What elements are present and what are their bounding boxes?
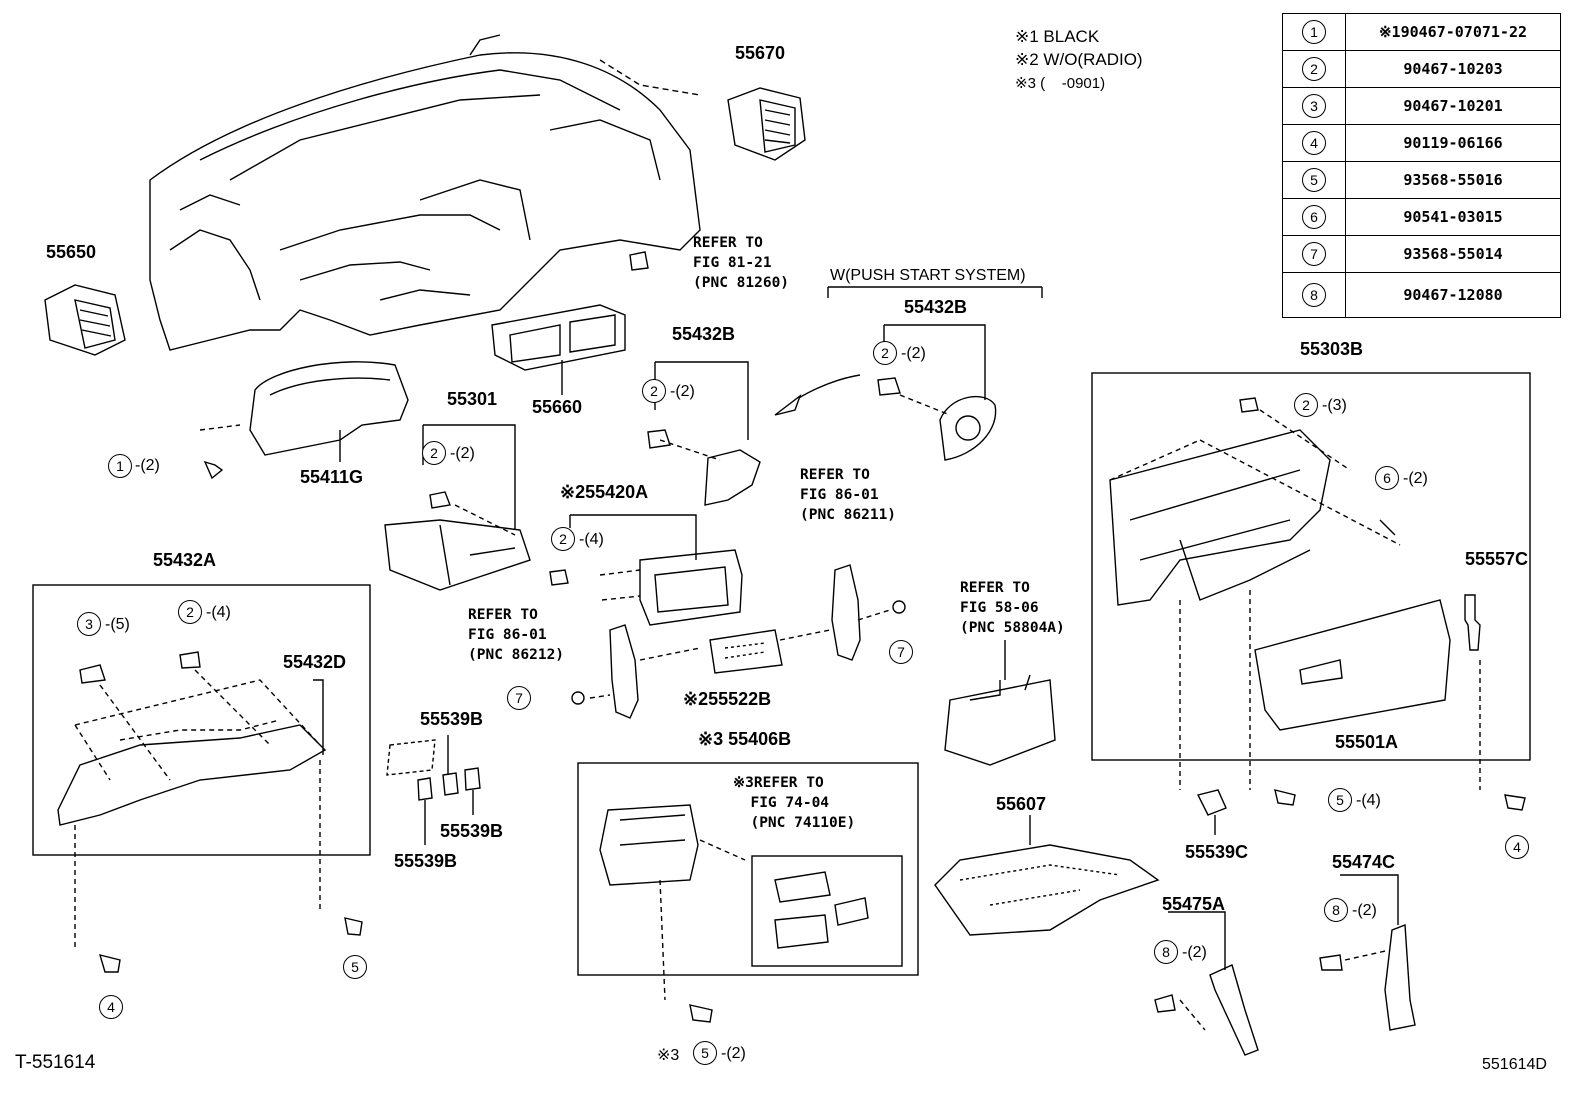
callout-qty: -(4) bbox=[1356, 792, 1381, 809]
callout-qty: -(2) bbox=[721, 1045, 746, 1062]
callout-circle: 4 bbox=[99, 995, 123, 1019]
callout-circle: 2 bbox=[422, 441, 446, 465]
part-number: 90467-10201 bbox=[1345, 87, 1561, 125]
part-number: ※190467-07071-22 bbox=[1345, 13, 1561, 51]
instrument-panel-drawing bbox=[149, 34, 701, 351]
callout-circle: 2 bbox=[551, 527, 575, 551]
callout-prefix: ※3 bbox=[657, 1047, 680, 1064]
callout-qty: -(2) bbox=[450, 445, 475, 462]
callout-circle: 2 bbox=[178, 600, 202, 624]
refer-fig-81-21[interactable]: REFER TO FIG 81-21 (PNC 81260) bbox=[693, 235, 790, 291]
callout-circle: 7 bbox=[889, 640, 913, 664]
part-label[interactable]: 55539B bbox=[394, 851, 458, 871]
part-label[interactable]: 55411G bbox=[300, 467, 364, 487]
part-label[interactable]: ※3 55406B bbox=[698, 729, 792, 749]
push-start-label: W(PUSH START SYSTEM) bbox=[830, 267, 1026, 284]
part-label[interactable]: 55539C bbox=[1185, 842, 1249, 862]
part-label[interactable]: 55539B bbox=[420, 709, 484, 729]
callout-circle: 2 bbox=[1294, 393, 1318, 417]
callout-circle: 8 bbox=[1324, 898, 1348, 922]
part-label[interactable]: 55474C bbox=[1332, 852, 1396, 872]
refer-fig-58-06[interactable]: REFER TO FIG 58-06 (PNC 58804A) bbox=[960, 580, 1065, 636]
callout-circle: 2 bbox=[642, 379, 666, 403]
table-row: 4 90119-06166 bbox=[1282, 124, 1561, 162]
part-label[interactable]: 55670 bbox=[735, 43, 786, 63]
ref-circle: 6 bbox=[1302, 205, 1326, 229]
callout-circle: 2 bbox=[873, 341, 897, 365]
part-label[interactable]: 55660 bbox=[532, 397, 583, 417]
note-date: ※3 ( -0901) bbox=[1015, 75, 1106, 92]
part-number: 90541-03015 bbox=[1345, 198, 1561, 236]
table-row: 1 ※190467-07071-22 bbox=[1282, 13, 1561, 51]
callout-qty: -(2) bbox=[1403, 470, 1428, 487]
refer-fig-74-04[interactable]: ※3REFER TO FIG 74-04 (PNC 74110E) bbox=[733, 775, 856, 831]
callout-circle: 7 bbox=[507, 686, 531, 710]
callout-circle: 1 bbox=[108, 454, 132, 478]
part-label[interactable]: 55650 bbox=[46, 242, 97, 262]
callout-circle: 8 bbox=[1154, 940, 1178, 964]
part-label[interactable]: 55301 bbox=[447, 389, 498, 409]
note-radio: ※2 W/O(RADIO) bbox=[1015, 50, 1143, 69]
ref-circle: 8 bbox=[1302, 283, 1326, 307]
part-label[interactable]: 55539B bbox=[440, 821, 504, 841]
part-number: 93568-55016 bbox=[1345, 161, 1561, 199]
part-label[interactable]: 55432B bbox=[672, 324, 736, 344]
callout-qty: -(2) bbox=[670, 383, 695, 400]
callout-qty: -(4) bbox=[579, 531, 604, 548]
ref-circle: 5 bbox=[1302, 168, 1326, 192]
callout-qty: -(3) bbox=[1322, 397, 1347, 414]
part-number: 93568-55014 bbox=[1345, 235, 1561, 273]
part-number: 90119-06166 bbox=[1345, 124, 1561, 162]
callout-circle: 3 bbox=[77, 612, 101, 636]
part-label[interactable]: 55432B bbox=[904, 297, 968, 317]
callout-qty: -(2) bbox=[135, 457, 160, 474]
callout-circle: 6 bbox=[1375, 466, 1399, 490]
ref-circle: 1 bbox=[1302, 20, 1326, 44]
table-row: 5 93568-55016 bbox=[1282, 161, 1561, 199]
figure-id-right: 551614D bbox=[1482, 1056, 1547, 1073]
parts-table: 1 ※190467-07071-22 2 90467-10203 3 90467-10… bbox=[1282, 13, 1561, 318]
callout-circle: 5 bbox=[693, 1041, 717, 1065]
callout-qty: -(5) bbox=[105, 616, 130, 633]
figure-id-left: T-551614 bbox=[15, 1052, 96, 1073]
refer-fig-86-01-b[interactable]: REFER TO FIG 86-01 (PNC 86212) bbox=[468, 607, 565, 663]
callout-circle: 5 bbox=[1328, 788, 1352, 812]
part-number: 90467-10203 bbox=[1345, 50, 1561, 88]
refer-fig-86-01-a[interactable]: REFER TO FIG 86-01 (PNC 86211) bbox=[800, 467, 897, 523]
table-row: 7 93568-55014 bbox=[1282, 235, 1561, 273]
ref-circle: 3 bbox=[1302, 94, 1326, 118]
table-row: 2 90467-10203 bbox=[1282, 50, 1561, 88]
cluster-hood-drawing bbox=[249, 361, 409, 462]
part-label[interactable]: 55432D bbox=[283, 652, 347, 672]
part-label[interactable]: 55432A bbox=[153, 550, 217, 570]
part-label[interactable]: 55557C bbox=[1465, 549, 1529, 569]
callout-circle: 4 bbox=[1505, 835, 1529, 859]
part-label[interactable]: 55475A bbox=[1162, 894, 1226, 914]
part-label[interactable]: ※255420A bbox=[560, 482, 649, 502]
part-label[interactable]: 55607 bbox=[996, 794, 1047, 814]
table-row: 6 90541-03015 bbox=[1282, 198, 1561, 236]
part-number: 90467-12080 bbox=[1345, 272, 1561, 318]
callout-qty: -(2) bbox=[1182, 944, 1207, 961]
ref-circle: 2 bbox=[1302, 57, 1326, 81]
part-label[interactable]: 55303B bbox=[1300, 339, 1364, 359]
part-label[interactable]: ※255522B bbox=[683, 689, 772, 709]
table-row: 8 90467-12080 bbox=[1282, 272, 1561, 318]
note-black: ※1 BLACK bbox=[1015, 27, 1100, 46]
ref-circle: 4 bbox=[1302, 131, 1326, 155]
part-label[interactable]: 55501A bbox=[1335, 732, 1399, 752]
callout-circle: 5 bbox=[343, 955, 367, 979]
ref-circle: 7 bbox=[1302, 242, 1326, 266]
vent-55660-drawing bbox=[491, 304, 626, 395]
vent-55670-drawing bbox=[727, 87, 806, 161]
callout-qty: -(2) bbox=[901, 345, 926, 362]
table-row: 3 90467-10201 bbox=[1282, 87, 1561, 125]
callout-qty: -(4) bbox=[206, 604, 231, 621]
callout-qty: -(2) bbox=[1352, 902, 1377, 919]
vent-55650-drawing bbox=[44, 284, 126, 356]
lower-panel-55301-drawing bbox=[384, 519, 531, 591]
